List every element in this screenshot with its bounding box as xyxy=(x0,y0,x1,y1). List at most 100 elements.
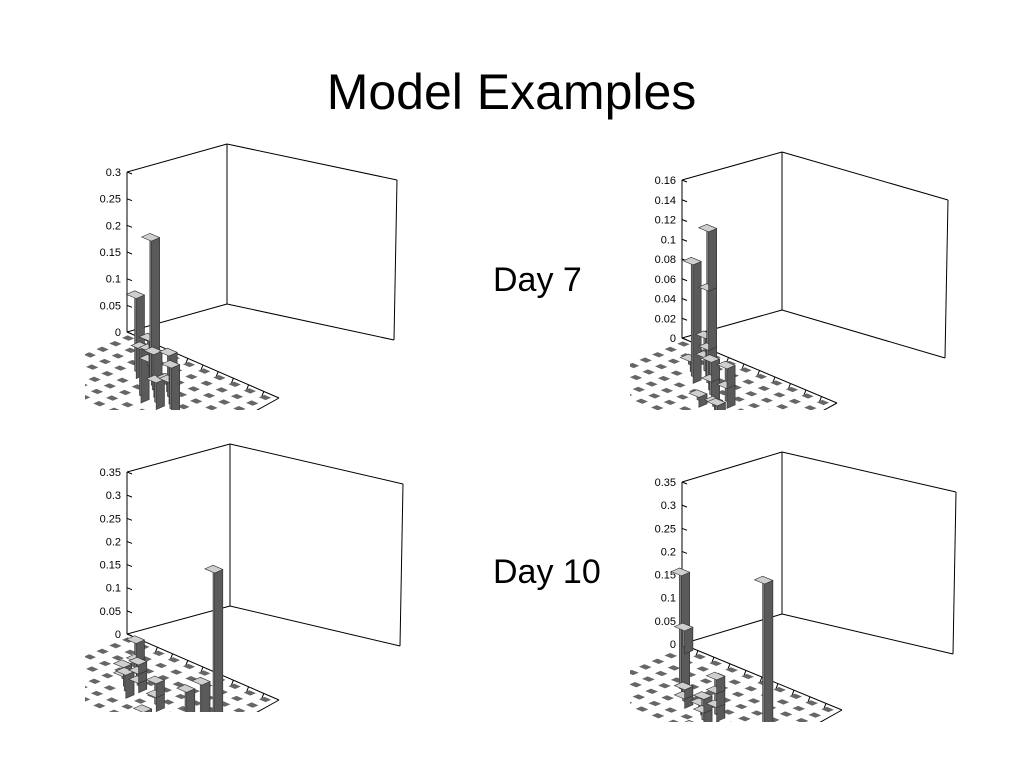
floor-marker xyxy=(664,346,678,352)
floor-marker xyxy=(122,335,135,341)
x-tick-mark xyxy=(803,389,807,396)
floor-marker xyxy=(134,698,147,704)
back-top-edge xyxy=(681,451,783,483)
floor-marker xyxy=(773,392,786,398)
bar-face-top xyxy=(160,360,181,369)
bar-face-side xyxy=(201,681,211,712)
chart-day7-right: 00.020.040.060.080.10.120.140.16 xyxy=(630,151,949,410)
z-tick-label: 0.3 xyxy=(106,167,121,179)
floor-marker xyxy=(108,709,120,712)
bar xyxy=(753,575,774,722)
z-tick-label: 0 xyxy=(115,327,121,339)
floor-marker xyxy=(651,658,665,664)
z-tick-mark xyxy=(681,504,688,508)
z-tick-label: 0.1 xyxy=(661,234,676,246)
z-tick-mark xyxy=(681,317,688,321)
right-vertical-edge xyxy=(952,491,957,655)
floor-edge-right xyxy=(256,699,280,712)
floor-markers xyxy=(630,653,834,722)
floor-marker xyxy=(85,372,86,374)
right-vertical-edge xyxy=(944,199,949,359)
z-tick-label: 0.35 xyxy=(655,477,676,489)
bar-face-side xyxy=(171,364,180,410)
floor-marker xyxy=(779,711,793,717)
bar-face-top xyxy=(158,347,178,357)
z-tick-label: 0.3 xyxy=(106,490,121,502)
z-tick-label: 0.05 xyxy=(100,606,121,618)
z-tick-label: 0 xyxy=(670,639,676,651)
bar-face-side xyxy=(708,228,717,292)
z-tick-mark xyxy=(681,337,688,341)
floor-marker xyxy=(114,365,127,371)
floor-marker xyxy=(664,653,678,659)
floor-marker xyxy=(654,364,668,370)
z-tick-label: 0.3 xyxy=(661,500,676,512)
x-tick-mark xyxy=(261,693,265,699)
floor-marker xyxy=(98,660,112,667)
floor-marker xyxy=(86,666,99,672)
floor-marker xyxy=(230,695,244,702)
floor-markers xyxy=(85,637,272,712)
z-tick-mark xyxy=(126,251,133,255)
floor-marker xyxy=(805,700,818,706)
z-tick-mark xyxy=(681,550,688,554)
floor-marker xyxy=(722,709,735,715)
floor-marker xyxy=(86,364,99,370)
x-tick-mark xyxy=(185,660,189,666)
x-tick-mark xyxy=(230,378,234,384)
floor-marker xyxy=(106,697,119,703)
floor-marker xyxy=(93,703,106,709)
floor-marker xyxy=(88,376,101,382)
floor-marker xyxy=(642,369,655,375)
floor-marker xyxy=(101,673,114,679)
x-tick-mark xyxy=(215,371,219,377)
floor-marker xyxy=(233,708,246,712)
floor-marker xyxy=(85,674,86,676)
bar-face-top xyxy=(753,575,774,585)
floor-marker xyxy=(218,399,231,405)
bar-face-side xyxy=(708,287,717,351)
bar xyxy=(684,719,694,722)
floor-marker xyxy=(664,707,678,713)
x-tick-mark xyxy=(788,383,791,389)
floor-marker xyxy=(106,395,119,401)
floor-marker xyxy=(702,690,716,696)
floor-marker xyxy=(738,716,751,722)
floor-marker xyxy=(202,392,216,399)
z-tick-label: 0.08 xyxy=(655,254,676,266)
floor-marker xyxy=(144,680,157,686)
z-tick-label: 0 xyxy=(670,333,676,345)
z-tick-mark xyxy=(681,298,688,301)
bar-face-top xyxy=(688,389,708,398)
floor-marker xyxy=(734,703,748,710)
floor-marker xyxy=(747,698,761,704)
floor-marker xyxy=(785,386,799,393)
floor-marker xyxy=(96,346,109,352)
z-ticks: 00.050.10.150.20.250.3 xyxy=(100,167,265,397)
bar-face-top xyxy=(697,224,718,233)
bar-face-top xyxy=(125,290,146,299)
bar xyxy=(191,676,211,712)
floor-marker xyxy=(98,358,112,365)
floor-marker xyxy=(243,388,256,394)
floor-marker xyxy=(792,705,806,712)
floor-back-right xyxy=(229,605,401,647)
floor-marker xyxy=(90,690,104,697)
floor-marker xyxy=(770,380,783,386)
bar xyxy=(128,656,148,694)
bar xyxy=(132,704,153,712)
floor-marker xyxy=(93,401,106,407)
z-tick-mark xyxy=(126,471,133,475)
z-tick-label: 0 xyxy=(115,629,121,641)
bar-face-top xyxy=(673,622,694,632)
bar-face-top xyxy=(128,656,148,666)
floor-marker xyxy=(111,655,124,661)
floor-marker xyxy=(776,404,789,410)
floor-marker xyxy=(215,387,228,393)
floor-marker xyxy=(651,405,664,410)
floor-marker xyxy=(673,382,686,388)
floor-marker xyxy=(88,678,101,684)
floor-marker xyxy=(660,387,674,394)
floor-marker xyxy=(182,663,196,670)
floor-marker xyxy=(111,353,124,359)
